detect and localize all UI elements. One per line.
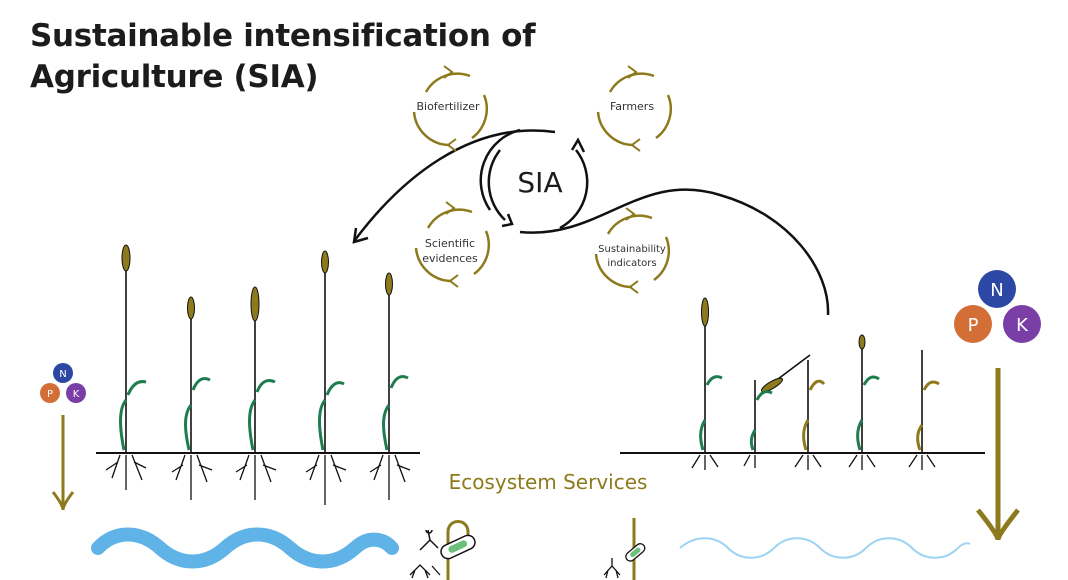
p-large-label: P [968,315,979,336]
sustainability-label-line-1: Sustainability [598,244,666,255]
k-large-circle [1003,305,1041,343]
cycle-sustainability-indicators: Sustainability indicators [594,207,671,294]
biofertilizer-label: Biofertilizer [416,100,480,113]
left-plant-1 [105,244,147,490]
npk-large: N P K [954,270,1041,343]
npk-small: N P K [40,363,86,403]
p-small-circle [40,383,60,403]
arrow-to-left-field-head [352,227,369,244]
right-plant-4 [848,334,880,470]
n-large-label: N [990,280,1003,301]
cycle-scientific-evidences: Scientific evidences [414,201,491,288]
right-plant-2 [743,354,811,468]
left-water-wave [91,527,399,569]
farmers-label: Farmers [610,100,654,113]
left-nutrient-arrow [51,415,75,511]
sustainability-label-line-2: indicators [607,258,656,269]
sia-cycle-arrowhead-top [570,137,586,153]
microbe-right-illustration [603,518,646,580]
n-small-circle [53,363,73,383]
k-small-circle [66,383,86,403]
cycle-farmers: Farmers [596,65,673,152]
arrow-to-right-field [519,188,830,316]
sia-circle-right-arc [559,149,589,230]
right-plant-1 [691,297,723,470]
p-small-label: P [47,389,53,400]
left-field [96,244,420,505]
k-large-label: K [1016,315,1029,336]
scientific-label-line-2: evidences [422,252,478,265]
left-plant-5 [369,272,411,500]
ecosystem-services-label: Ecosystem Services [449,470,648,494]
title-line-2: Agriculture (SIA) [30,59,319,95]
left-plant-3 [235,286,277,500]
right-nutrient-arrow [976,368,1020,541]
right-plant-3 [794,360,826,470]
sia-circle-top-arc [479,128,521,211]
left-plant-2 [171,296,213,500]
cycle-biofertilizer: Biofertilizer [412,65,489,152]
diagram-title: Sustainable intensification of Agricultu… [30,16,536,98]
microbe-left-illustration [409,520,476,580]
left-plant-4 [305,250,347,505]
n-small-label: N [59,369,66,380]
arrow-to-left-field [354,129,556,241]
scientific-label-line-1: Scientific [425,237,475,250]
right-plant-5 [908,350,940,470]
title-line-1: Sustainable intensification of [30,18,536,54]
p-large-circle [954,305,992,343]
k-small-label: K [73,389,80,400]
sia-cycle-arrowhead-left [501,213,514,228]
right-field [620,297,985,470]
sia-circle-left-arc [487,149,506,221]
sia-center-label: SIA [517,166,562,199]
right-water-wave [679,537,971,559]
sia-cycle: SIA [479,128,589,230]
n-large-circle [978,270,1016,308]
